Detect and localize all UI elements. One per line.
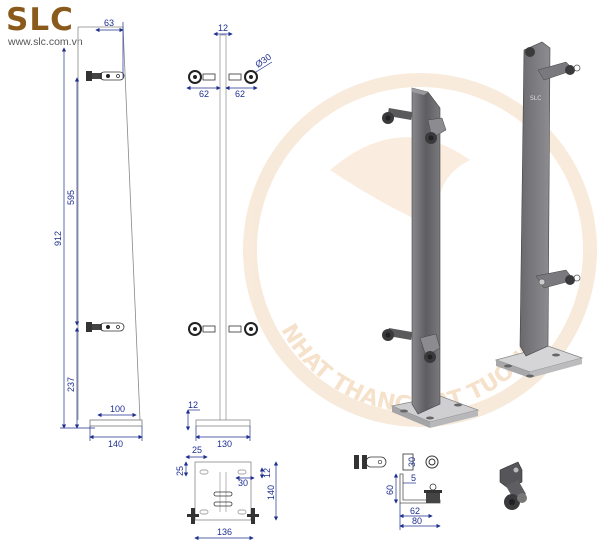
side-view: 63 912 595 237 100 140	[53, 18, 143, 449]
dim-lower-height: 237	[66, 377, 76, 392]
dim-slot-offset-y: 25	[175, 466, 185, 476]
bracket-detail: 30 60 5 62 80	[354, 453, 442, 530]
base-bolts	[187, 508, 259, 524]
front-upper-rollers	[188, 70, 258, 84]
dim-top-offset: 63	[104, 18, 114, 28]
post-engraving: SLC	[530, 95, 541, 102]
dim-thickness: 5	[411, 473, 416, 483]
base-plate-view: 25 25 12 30 140 136	[175, 445, 279, 541]
logo-text: SLC	[6, 2, 74, 38]
front-view: 12 62 62 Ø30 12 130	[185, 23, 273, 449]
roller-upper-right	[525, 47, 581, 81]
dim-total-length: 80	[412, 516, 422, 526]
dim-total-height: 912	[53, 231, 63, 246]
dim-slot-height: 12	[262, 468, 272, 478]
roller-lower-left	[382, 327, 441, 363]
dim-slot-length: 30	[238, 478, 248, 488]
dim-base-width: 140	[108, 439, 123, 449]
upper-bracket	[86, 71, 125, 81]
roller-lower-right	[535, 269, 581, 289]
dim-slot-offset-x: 25	[192, 445, 202, 455]
dim-right-arm: 62	[235, 89, 245, 99]
dim-bolt-span: 136	[217, 527, 232, 537]
dim-left-arm: 62	[199, 89, 209, 99]
dim-bracket-height: 60	[385, 485, 395, 495]
post-3d-right: SLC	[494, 41, 584, 378]
dim-roller-width: 30	[407, 457, 417, 467]
dim-roller-diameter: Ø30	[253, 52, 273, 70]
dim-top-width: 100	[110, 404, 125, 414]
front-lower-rollers	[188, 322, 258, 336]
dim-upper-span: 595	[66, 190, 76, 205]
brand-logo: SLC www.slc.com.vn	[6, 4, 98, 48]
dim-arm-length: 62	[410, 506, 420, 516]
logo-url: www.slc.com.vn	[8, 36, 83, 48]
roller-upper-left	[382, 107, 447, 144]
dim-base-width-front: 130	[217, 439, 232, 449]
dim-post-thickness: 12	[218, 23, 228, 33]
dim-base-thickness: 12	[188, 400, 198, 410]
post-3d-left	[382, 87, 480, 428]
lower-bracket	[86, 322, 125, 332]
bracket-3d	[499, 461, 527, 510]
dim-plate-height: 140	[266, 485, 276, 500]
